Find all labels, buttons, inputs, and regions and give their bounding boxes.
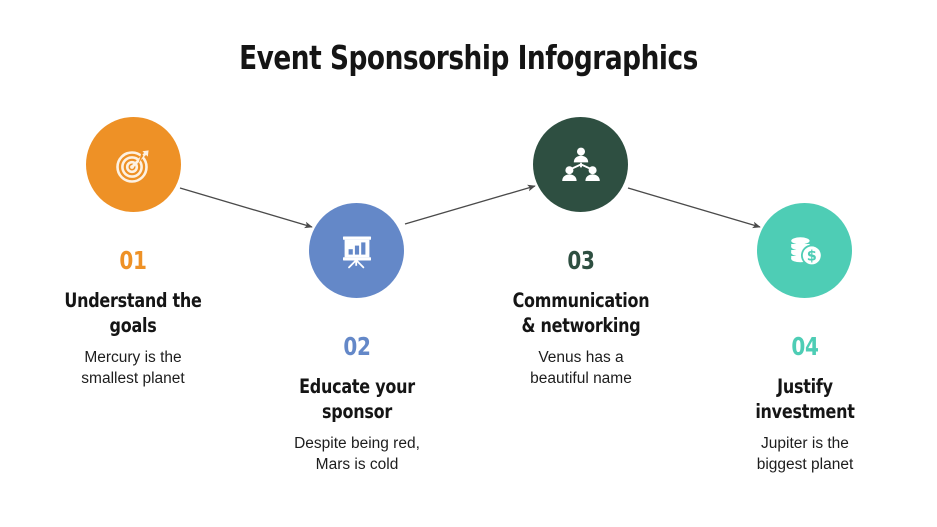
step-description-3-line2: beautiful name bbox=[530, 370, 632, 387]
step-description-4-line1: Jupiter is the bbox=[761, 435, 849, 452]
step-heading-1-line1: Understand the bbox=[64, 289, 202, 312]
step-description-1-line1: Mercury is the bbox=[84, 349, 182, 366]
step-circle-1[interactable] bbox=[86, 117, 181, 212]
arrow-step1-to-step2 bbox=[179, 187, 313, 229]
step-heading-4-line2: investment bbox=[755, 400, 855, 423]
step-description-2-line2: Mars is cold bbox=[315, 456, 399, 473]
step-description-1: Mercury is the smallest planet bbox=[18, 347, 248, 389]
arrow-step2-to-step3 bbox=[404, 184, 536, 225]
presentation-chart-icon bbox=[335, 229, 379, 273]
step-heading-1-line2: goals bbox=[109, 314, 157, 337]
step-heading-4-line1: Justify bbox=[777, 375, 833, 398]
step-text-block-2: 02 Educate your sponsor Despite being re… bbox=[242, 333, 472, 475]
people-network-icon bbox=[559, 143, 603, 187]
step-heading-4: Justify investment bbox=[711, 374, 900, 424]
arrow-step3-to-step4 bbox=[627, 187, 761, 229]
step-circle-3[interactable] bbox=[533, 117, 628, 212]
step-heading-2-line2: sponsor bbox=[321, 400, 393, 423]
svg-text:$: $ bbox=[806, 248, 816, 264]
step-text-block-3: 03 Communication & networking Venus has … bbox=[466, 247, 696, 389]
step-description-1-line2: smallest planet bbox=[81, 370, 185, 387]
step-description-3-line1: Venus has a bbox=[538, 349, 624, 366]
step-heading-1: Understand the goals bbox=[39, 288, 228, 338]
step-number-2: 02 bbox=[343, 332, 371, 361]
step-description-4-line2: biggest planet bbox=[756, 456, 854, 473]
step-number-3: 03 bbox=[567, 246, 595, 275]
step-circle-4[interactable]: $ bbox=[757, 203, 852, 298]
step-circle-2[interactable] bbox=[309, 203, 404, 298]
step-number-1: 01 bbox=[119, 246, 147, 275]
step-description-2-line1: Despite being red, bbox=[294, 435, 420, 452]
step-text-block-1: 01 Understand the goals Mercury is the s… bbox=[18, 247, 248, 389]
step-description-4: Jupiter is the biggest planet bbox=[690, 433, 920, 475]
step-description-3: Venus has a beautiful name bbox=[466, 347, 696, 389]
step-heading-3-line2: & networking bbox=[521, 314, 641, 337]
step-heading-3-line1: Communication bbox=[512, 289, 650, 312]
step-number-4: 04 bbox=[791, 332, 819, 361]
step-heading-3: Communication & networking bbox=[487, 288, 676, 338]
step-description-2: Despite being red, Mars is cold bbox=[242, 433, 472, 475]
step-heading-2: Educate your sponsor bbox=[263, 374, 452, 424]
page-title: Event Sponsorship Infographics bbox=[239, 38, 698, 77]
step-text-block-4: 04 Justify investment Jupiter is the big… bbox=[690, 333, 920, 475]
step-heading-2-line1: Educate your bbox=[299, 375, 415, 398]
target-icon bbox=[112, 143, 156, 187]
coins-dollar-icon: $ bbox=[783, 229, 827, 273]
